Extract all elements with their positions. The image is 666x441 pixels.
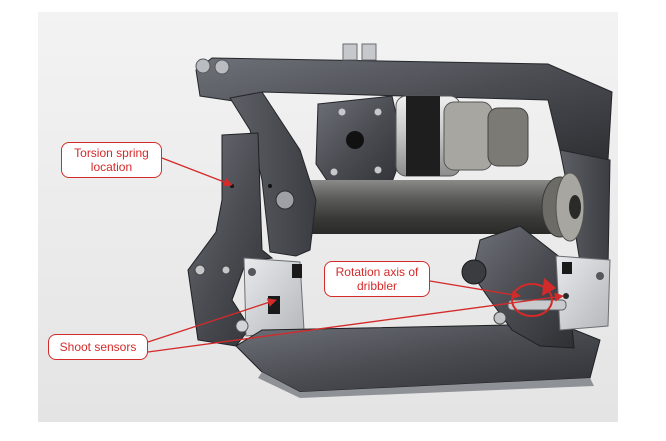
callout-shoot-sensors: Shoot sensors — [48, 334, 148, 360]
dribbler-roller — [270, 172, 585, 242]
callout-line: location — [90, 160, 133, 174]
screw — [194, 264, 206, 276]
leader-rotation-axis — [429, 280, 521, 300]
rotation-arrowhead — [542, 278, 556, 296]
screw — [374, 108, 382, 116]
screw — [221, 265, 231, 275]
pivot-bearing — [461, 259, 487, 285]
callout-line: Torsion spring — [74, 146, 149, 160]
callout-line: dribbler — [356, 279, 398, 293]
rotation-indicator — [511, 283, 553, 317]
callout-line: Rotation axis of — [335, 265, 419, 279]
motor — [395, 95, 529, 177]
callout-line: Shoot sensors — [59, 340, 137, 354]
standoff — [361, 43, 377, 61]
leader-torsion-spring — [161, 157, 233, 187]
pivot-shaft — [507, 299, 567, 311]
screw — [330, 168, 338, 176]
leader-shoot-sensor-right — [147, 292, 564, 353]
screw — [214, 59, 230, 75]
left-sensor-block — [235, 257, 305, 337]
right-sensor-block — [555, 255, 611, 331]
bottom-plate-edge — [258, 372, 594, 398]
screw — [374, 166, 382, 174]
screw — [195, 58, 211, 74]
callout-torsion-spring: Torsion spring location — [61, 142, 162, 178]
standoff — [342, 43, 358, 61]
leader-shoot-sensor-left — [147, 298, 277, 343]
spring-hole — [268, 184, 272, 188]
leader-lines — [147, 157, 564, 353]
callout-rotation-axis: Rotation axis of dribbler — [324, 261, 430, 297]
motor-hole — [346, 131, 364, 149]
shaft-end — [493, 311, 507, 325]
bearing — [275, 190, 295, 210]
screw — [338, 108, 346, 116]
